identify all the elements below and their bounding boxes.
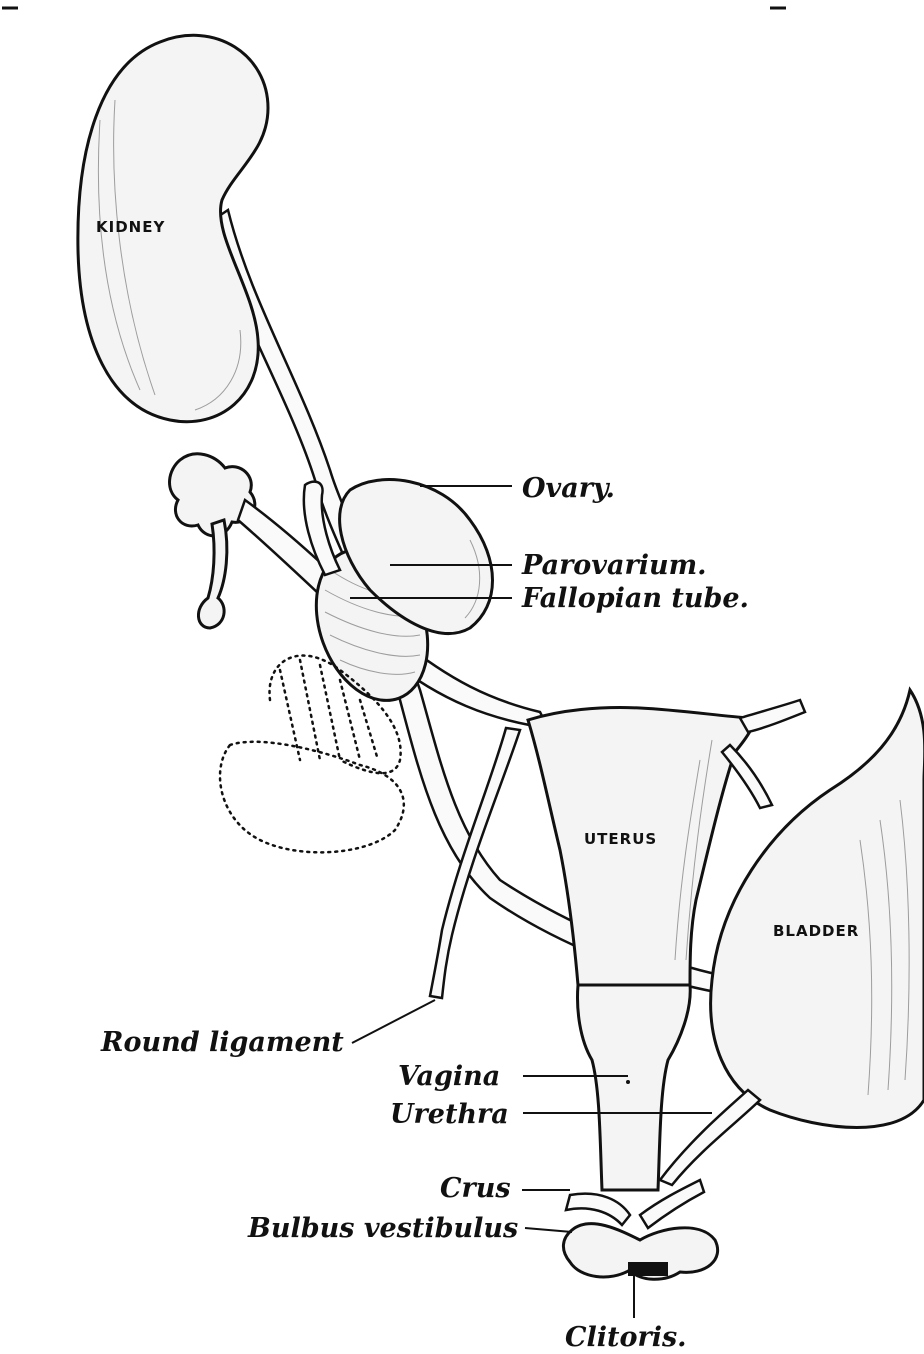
hydatid xyxy=(198,520,226,628)
round-ligament-callout: Round ligament xyxy=(100,1027,344,1058)
crus-callout: Crus xyxy=(440,1173,511,1204)
uterus-label: UTERUS xyxy=(584,830,657,848)
round-ligament-leader xyxy=(352,1000,435,1043)
bladder-label: BLADDER xyxy=(773,922,859,940)
clitoris-callout: Clitoris. xyxy=(565,1322,687,1353)
bladder-shape xyxy=(711,690,924,1128)
urethra-shape xyxy=(660,1090,760,1185)
right-tube-stub xyxy=(740,700,805,732)
vagina-shape xyxy=(578,985,691,1190)
ovary-callout: Ovary. xyxy=(522,473,615,504)
crus-shape xyxy=(566,1194,630,1225)
bulbus-vestibulus-callout: Bulbus vestibulus xyxy=(247,1213,518,1244)
dotted-outline-ovary xyxy=(220,742,404,853)
bulbus-vestibulus-leader xyxy=(525,1228,572,1232)
vagina-callout: Vagina xyxy=(398,1061,500,1092)
clitoris-shape xyxy=(628,1262,668,1276)
kidney-label: KIDNEY xyxy=(96,218,165,236)
parovarium-callout: Parovarium. xyxy=(521,550,707,581)
fallopian-tube-callout: Fallopian tube. xyxy=(521,583,749,614)
urethra-callout: Urethra xyxy=(390,1099,509,1130)
